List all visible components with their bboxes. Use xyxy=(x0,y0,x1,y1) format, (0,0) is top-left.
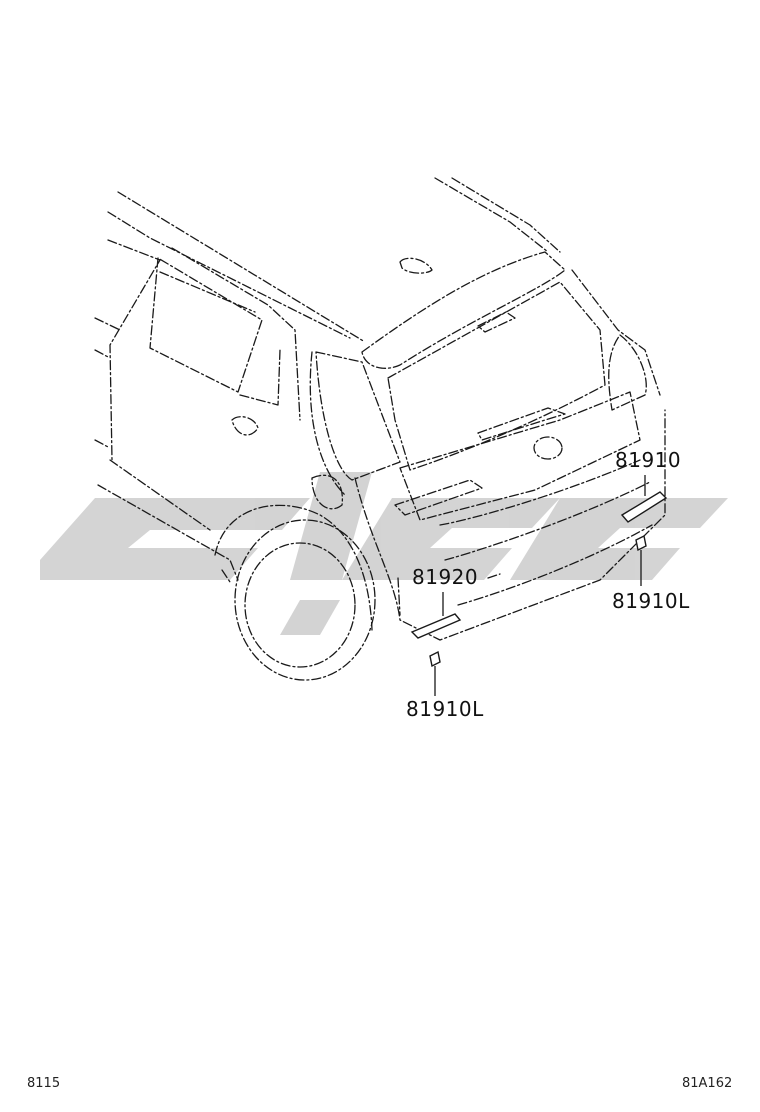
callout-81910l-lower: 81910L xyxy=(406,697,484,721)
clip-81910l-right xyxy=(635,534,647,586)
callout-81910: 81910 xyxy=(615,448,682,472)
illustration-id: 81A162 xyxy=(682,1076,733,1091)
reflector-81920 xyxy=(410,592,462,639)
reflector-81910 xyxy=(620,475,668,523)
callout-81910l-right: 81910L xyxy=(612,589,690,613)
callout-81920: 81920 xyxy=(412,565,479,589)
clip-81910l-lower xyxy=(429,650,441,696)
vehicle-body-outline xyxy=(94,177,666,681)
watermark-logo xyxy=(40,472,728,635)
page-number: 8115 xyxy=(27,1076,61,1091)
